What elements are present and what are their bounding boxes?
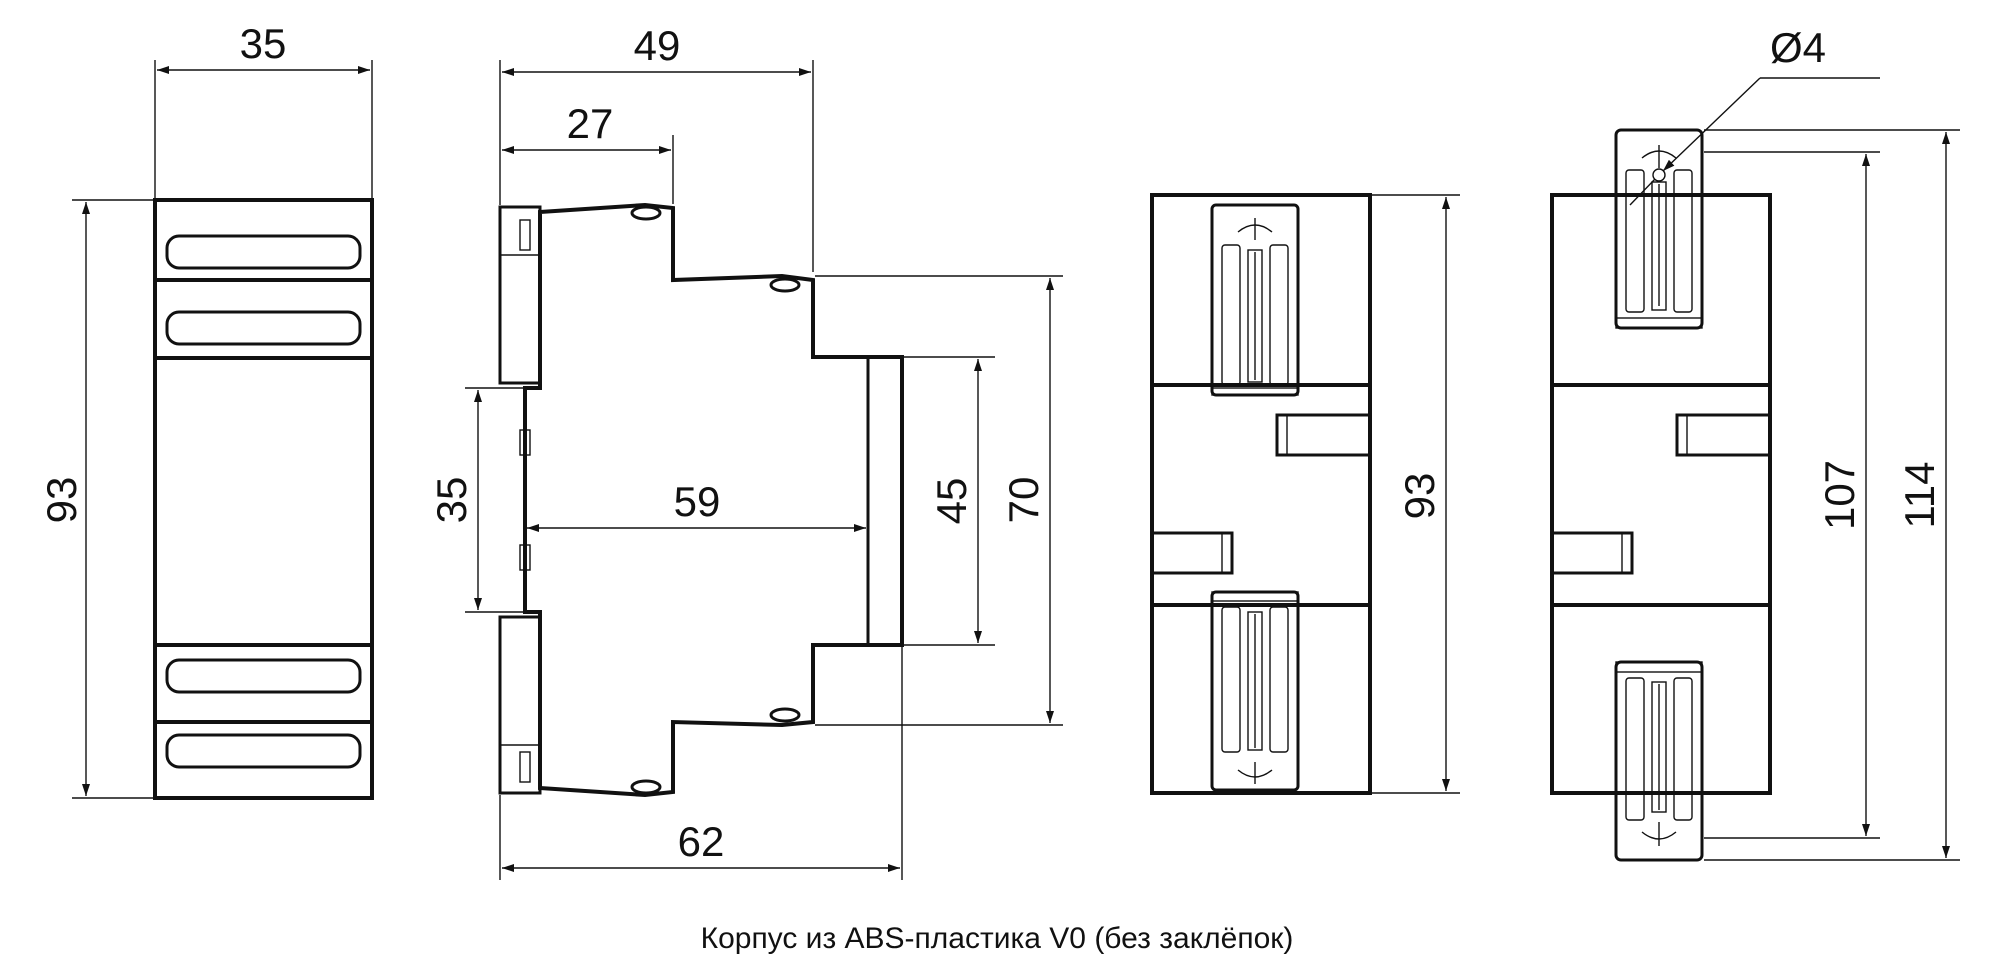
front-slot-1 [165,234,362,270]
ext-clip-top-slot [1651,181,1667,311]
ext-clip-top-spring-left [1625,169,1645,313]
side-screw-4 [630,779,662,795]
back-height-label: 93 [1396,473,1443,520]
side-screw-3 [769,707,801,723]
back-clip-bottom-base [1211,591,1299,602]
front-slot-3 [165,658,362,694]
side-screw-1 [630,205,662,221]
dia-label: Ø4 [1770,24,1826,71]
front-body-outline [153,198,374,800]
back-view-extended: Ø4 107 114 [1550,24,1960,862]
ext-clip-top-base [1615,317,1703,329]
side-rail-tab-1 [519,429,531,456]
drawing-caption: Корпус из ABS-пластика V0 (без заклёпок) [700,922,1294,955]
side-view: 49 27 35 59 45 70 62 [428,22,1063,880]
front-slot-2 [165,310,362,346]
dia-leader-tail [1629,178,1656,206]
back-clip-top-slot [1247,249,1263,383]
dim-49-label: 49 [634,22,681,69]
dim-27-label: 27 [567,100,614,147]
back-tab-right [1275,413,1372,457]
ext-clip-bottom-slot [1651,681,1667,813]
dim-45-label: 45 [928,478,975,525]
front-width-label: 35 [240,20,287,67]
back-body-outline [1150,193,1372,795]
ext-tab-right [1675,413,1772,457]
ext-clip-bottom [1614,660,1704,862]
ext-clip-bottom-base [1615,661,1703,673]
side-rail-tab-2 [519,544,531,571]
side-body-outline [523,202,904,798]
side-clip-bottom-tab [519,751,531,783]
ext-tab-left [1550,531,1634,575]
dia-leader-line [1662,77,1761,172]
ext-clip-top-spring-right [1673,169,1693,313]
front-height-label: 93 [38,477,85,524]
dim-62-label: 62 [678,818,725,865]
front-view: 35 93 [38,20,374,800]
side-screw-2 [769,277,801,293]
dim-rail-label: 35 [428,477,475,524]
ext-clip-top [1614,128,1704,330]
back-clip-top [1210,203,1300,397]
ext-clip-bottom-spring-right [1673,677,1693,821]
side-clip-top [498,205,542,385]
side-clip-bottom [498,615,542,795]
dim-70-label: 70 [1000,477,1047,524]
ext-clip-top-hole [1652,168,1666,182]
back-clip-bottom-spring-right [1269,606,1289,753]
back-clip-top-spring-right [1269,244,1289,386]
side-clip-top-tab [519,219,531,251]
back-tab-left [1150,531,1234,575]
ext-clip-bottom-spring-left [1625,677,1645,821]
back-clip-bottom [1210,590,1300,792]
front-slot-4 [165,733,362,769]
ext-body-outline [1550,193,1772,795]
back-clip-top-base [1211,387,1299,396]
dim-59-label: 59 [674,478,721,525]
back-clip-top-spring-left [1221,244,1241,386]
back-clip-bottom-spring-left [1221,606,1241,753]
back-view: 93 [1150,193,1460,795]
back-clip-bottom-slot [1247,611,1263,751]
dim-107-label: 107 [1816,460,1863,530]
dim-114-label: 114 [1896,462,1943,529]
